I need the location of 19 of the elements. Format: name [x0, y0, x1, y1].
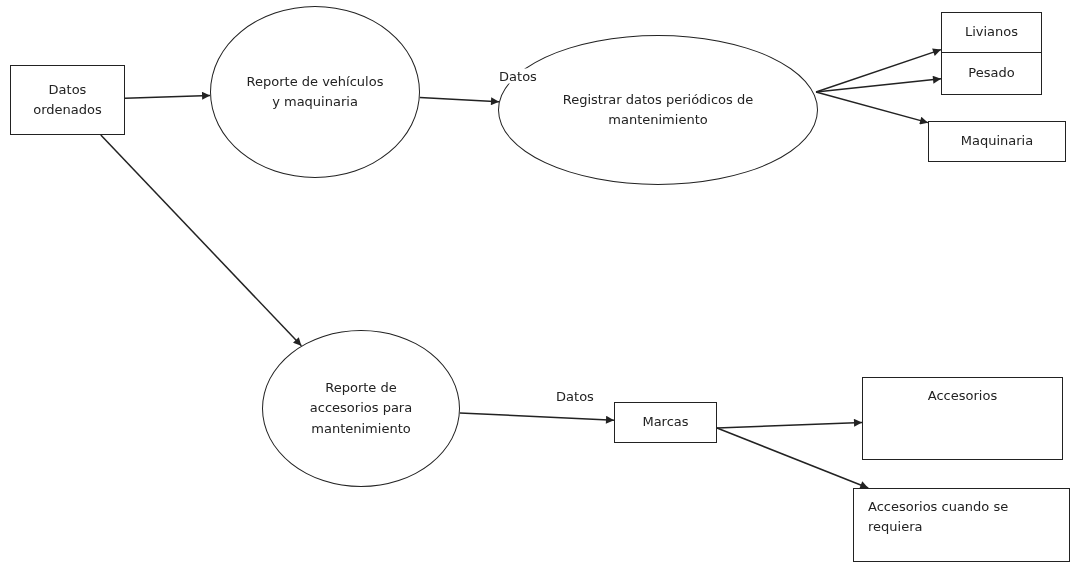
arrow — [419, 96, 500, 106]
entity-box: Marcas — [614, 402, 717, 443]
arrow — [815, 91, 929, 125]
entity-box: Livianos — [941, 12, 1042, 53]
entity-box: Accesorios cuando se requiera — [853, 488, 1070, 562]
arrow — [100, 134, 303, 347]
entity-box: Accesorios — [862, 377, 1063, 460]
entity-box: Pesado — [941, 52, 1042, 95]
edge-label: Datos — [497, 68, 539, 84]
process-ellipse: Reporte de vehículos y maquinaria — [210, 6, 420, 178]
arrow — [459, 412, 615, 424]
arrow — [716, 427, 869, 489]
arrow — [124, 91, 211, 100]
arrow — [815, 48, 942, 93]
arrow — [815, 75, 942, 93]
arrow — [716, 418, 863, 429]
entity-box: Datos ordenados — [10, 65, 125, 135]
process-ellipse: Reporte de accesorios para mantenimiento — [262, 330, 460, 487]
entity-box: Maquinaria — [928, 121, 1066, 162]
